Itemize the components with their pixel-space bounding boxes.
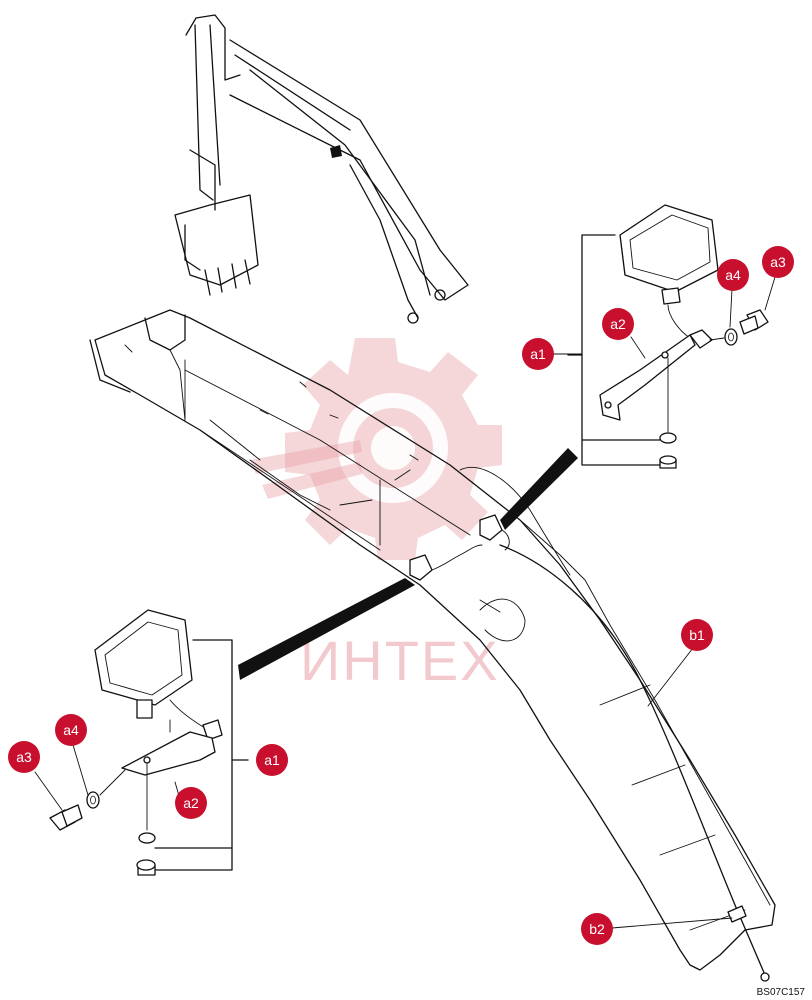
callout-b1: b1 xyxy=(681,619,713,651)
clip-b2 xyxy=(727,905,747,923)
pointer-wedge-upper xyxy=(500,448,578,530)
callout-a2-upper: a2 xyxy=(602,308,634,340)
callout-a3-upper: a3 xyxy=(762,246,794,278)
svg-text:a2: a2 xyxy=(183,795,199,811)
callout-leaders xyxy=(34,276,776,929)
callout-a2-lower: a2 xyxy=(175,787,207,819)
pointer-wedge-lower xyxy=(238,578,415,680)
arm-lamp-left xyxy=(409,544,483,581)
callout-a4-lower: a4 xyxy=(55,714,87,746)
svg-text:a3: a3 xyxy=(770,254,786,270)
lamp-assembly-lower xyxy=(49,609,249,876)
arm-lamp-right xyxy=(479,514,510,551)
svg-text:a4: a4 xyxy=(725,267,741,283)
callout-a1-lower: a1 xyxy=(256,744,288,776)
arm-main xyxy=(89,309,776,971)
svg-text:b2: b2 xyxy=(589,921,605,937)
callout-b2: b2 xyxy=(581,913,613,945)
wire-harness-b1 xyxy=(499,544,766,976)
svg-text:a3: a3 xyxy=(16,749,32,765)
svg-text:a4: a4 xyxy=(63,722,79,738)
callout-a4-upper: a4 xyxy=(717,259,749,291)
svg-text:b1: b1 xyxy=(689,627,705,643)
callout-a1-upper: a1 xyxy=(522,338,554,370)
lamp-assembly-upper xyxy=(567,204,769,469)
callout-a3-lower: a3 xyxy=(8,741,40,773)
drawing-code: BS07C157 xyxy=(757,987,806,998)
excavator-overview xyxy=(174,14,469,324)
harness-connector-end xyxy=(760,972,770,982)
svg-text:a1: a1 xyxy=(264,752,280,768)
svg-text:a2: a2 xyxy=(610,316,626,332)
watermark-text: ИНТЕХ xyxy=(300,629,500,692)
svg-text:a1: a1 xyxy=(530,346,546,362)
watermark-logo: ИНТЕХ xyxy=(250,338,502,692)
